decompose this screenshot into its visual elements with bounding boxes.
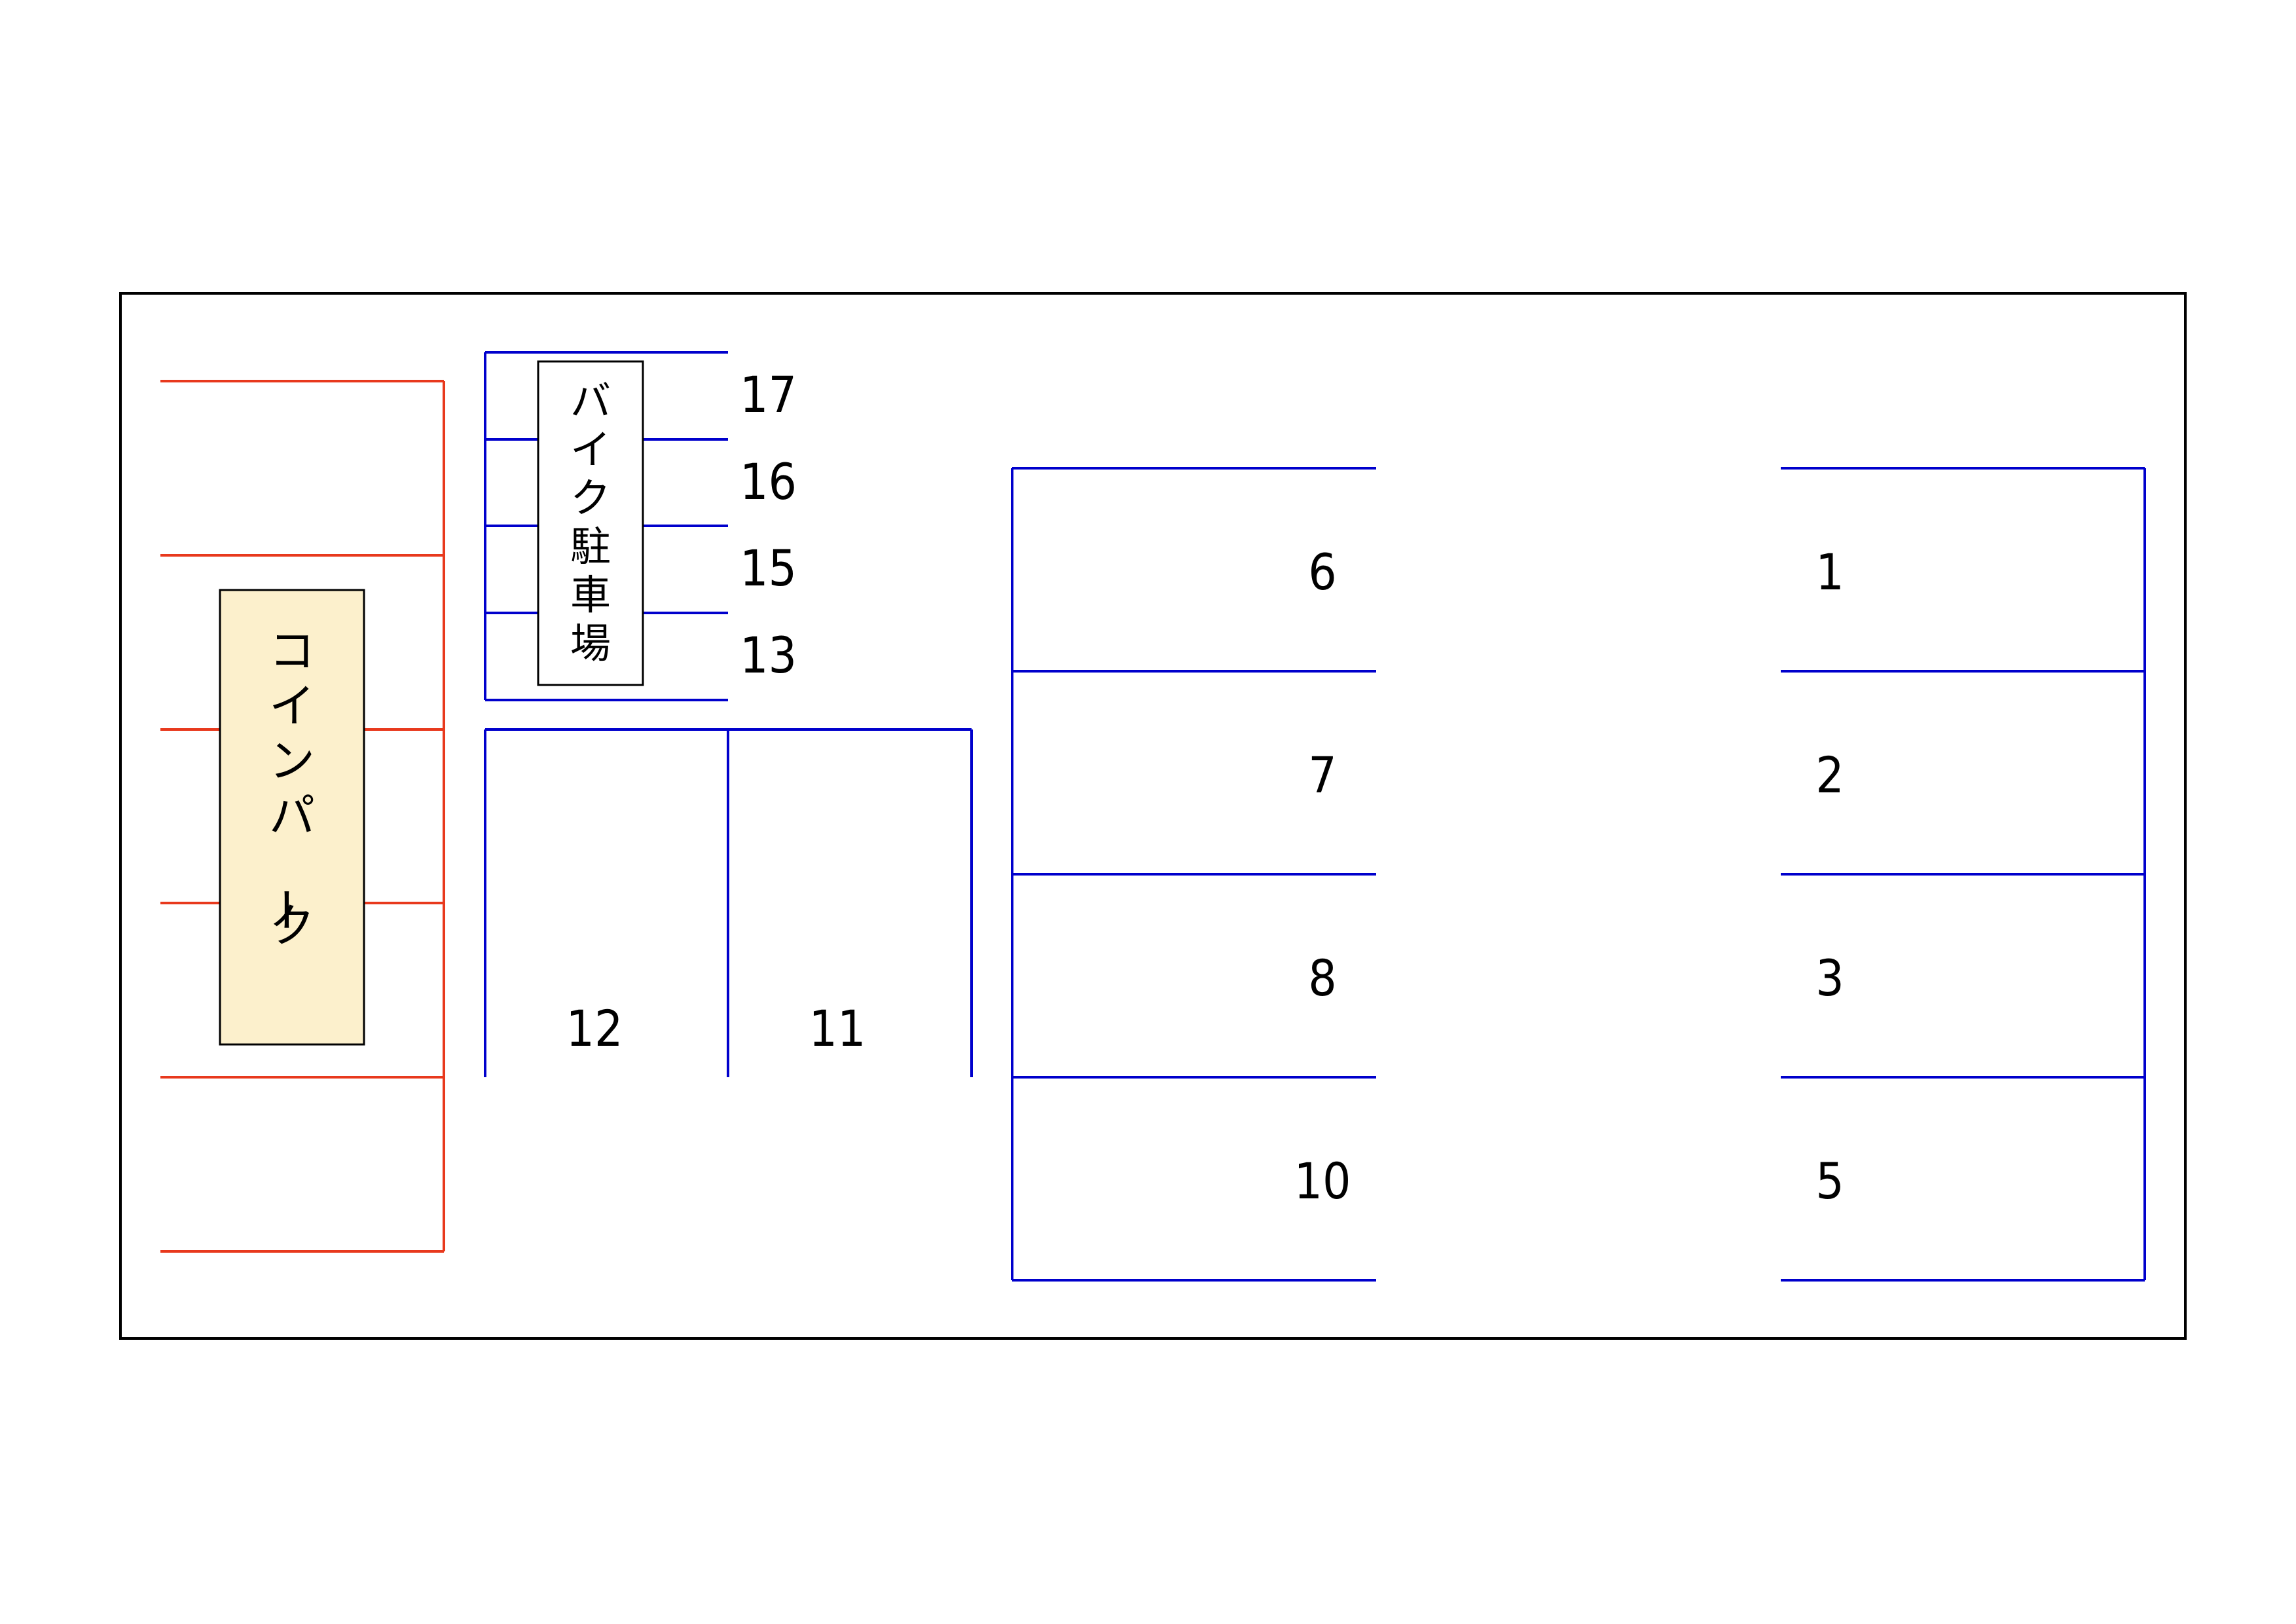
site-boundary (119, 292, 2187, 1340)
stall-number-12: 12 (566, 999, 623, 1058)
stall-number-1: 1 (1815, 543, 1844, 601)
stall-number-6: 6 (1308, 543, 1337, 601)
stall-number-16: 16 (740, 452, 797, 511)
bike-parking-label: バイク駐車場 (570, 377, 611, 667)
stall-number-2: 2 (1815, 746, 1844, 804)
coin-park-sign (219, 589, 365, 1046)
stall-number-17: 17 (740, 365, 797, 424)
stall-number-10: 10 (1294, 1152, 1351, 1210)
stall-number-15: 15 (740, 539, 797, 597)
stall-number-5: 5 (1815, 1152, 1844, 1210)
stall-number-7: 7 (1308, 746, 1337, 804)
right-column-stall-lines (1781, 467, 2146, 1282)
stall-number-3: 3 (1815, 949, 1844, 1007)
stall-number-8: 8 (1308, 949, 1337, 1007)
coin-park-label: コインパーク (258, 624, 315, 953)
stall-number-11: 11 (809, 999, 866, 1058)
left-column-stall-lines (1011, 467, 1376, 1282)
stall-number-13: 13 (740, 626, 797, 684)
middle-stall-lines (484, 728, 973, 1077)
bike-parking-sign (537, 360, 644, 686)
